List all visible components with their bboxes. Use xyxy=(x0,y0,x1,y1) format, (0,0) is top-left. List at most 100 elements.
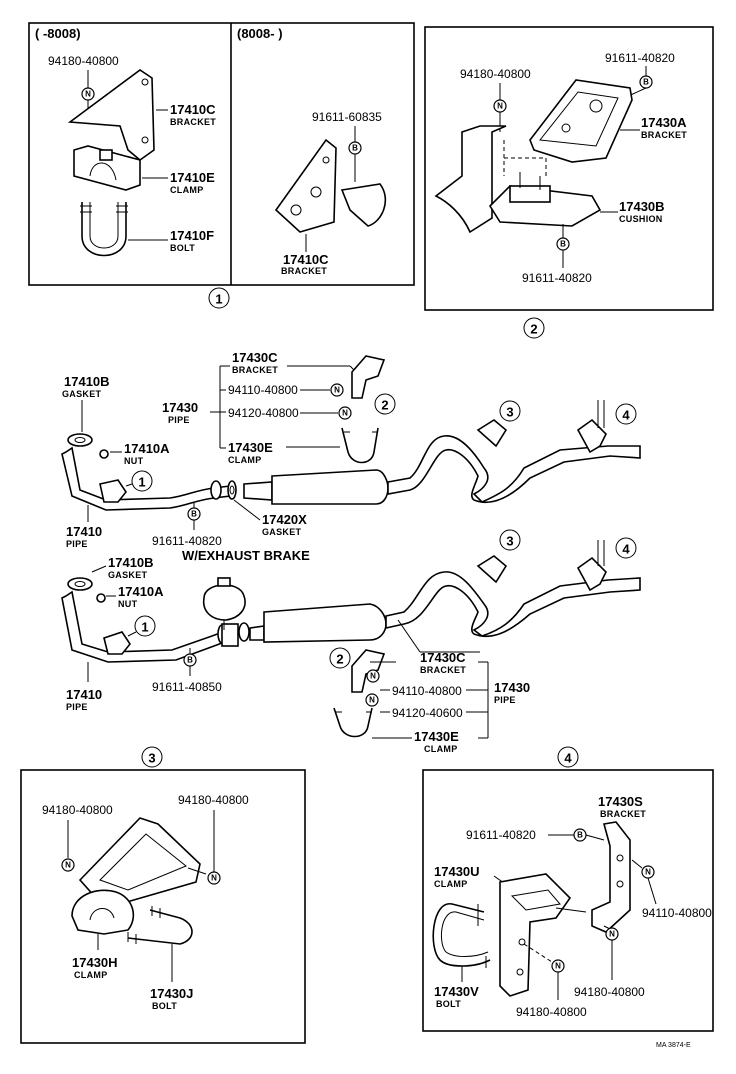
n-marker: N xyxy=(366,669,380,683)
svg-text:B: B xyxy=(191,510,197,519)
svg-text:N: N xyxy=(370,672,376,681)
b-marker: B xyxy=(639,75,653,89)
frame-section-2 xyxy=(424,26,714,311)
nut-17410a-brake-drawing xyxy=(96,593,106,603)
part-number-m7: 17410A xyxy=(124,441,170,456)
part-number-t3: 17430H xyxy=(72,955,118,970)
svg-text:N: N xyxy=(342,409,348,418)
n-marker: N xyxy=(641,865,655,879)
part-number-a3: 17410E xyxy=(170,170,215,185)
part-number-w2: 17410A xyxy=(118,584,164,599)
svg-text:1: 1 xyxy=(215,292,222,307)
svg-text:1: 1 xyxy=(141,620,148,635)
part-name-m7: NUT xyxy=(124,456,144,466)
bracket-17430a-drawing xyxy=(529,79,633,163)
part-name-t3: CLAMP xyxy=(74,970,108,980)
part-name-u5: BOLT xyxy=(436,999,461,1009)
part-number-u1: 17430S xyxy=(598,794,643,809)
bracket-17410c-drawing xyxy=(67,69,155,162)
part-number-m10: 17420X xyxy=(262,512,307,527)
part-number-t2: 94180-40800 xyxy=(178,793,249,807)
part-number-e1: 94180-40800 xyxy=(460,67,531,81)
callout-2-top: 2 xyxy=(374,393,396,415)
part-number-w8: 94120-40600 xyxy=(392,706,463,720)
part-number-m1: 17430C xyxy=(232,350,278,365)
svg-text:4: 4 xyxy=(622,542,630,557)
callout-2-brake: 2 xyxy=(329,647,351,669)
part-name-w9: CLAMP xyxy=(424,744,458,754)
part-name-m6: GASKET xyxy=(62,389,102,399)
svg-text:2: 2 xyxy=(530,322,537,337)
exhaust-brake-pipe-drawing xyxy=(61,540,641,663)
frame-range-late: (8008- ) xyxy=(237,26,283,41)
part-number-e2: 91611-40820 xyxy=(605,51,675,65)
section-ref-1: 1 xyxy=(208,287,230,309)
part-number-u7: 94180-40800 xyxy=(516,1005,587,1019)
svg-text:2: 2 xyxy=(381,398,388,413)
frame-section-4 xyxy=(422,769,714,1032)
part-number-w1: 17410B xyxy=(108,555,154,570)
svg-text:3: 3 xyxy=(506,405,513,420)
n-marker: N xyxy=(330,383,344,397)
svg-text:N: N xyxy=(65,861,71,870)
part-number-u2: 91611-40820 xyxy=(466,828,536,842)
b-marker: B xyxy=(187,507,201,521)
callout-3-top: 3 xyxy=(499,400,521,422)
cushion-17430b-drawing xyxy=(488,172,602,227)
frame-section-3 xyxy=(20,769,306,1044)
svg-text:N: N xyxy=(645,868,651,877)
frame-rail-drawing xyxy=(434,125,507,234)
part-number-e3: 17430A xyxy=(641,115,687,130)
callout-4-brake: 4 xyxy=(615,537,637,559)
part-number-w9: 17430E xyxy=(414,729,459,744)
part-name-m8: PIPE xyxy=(66,539,88,549)
part-name-m3: PIPE xyxy=(168,415,190,425)
svg-text:3: 3 xyxy=(506,534,513,549)
section-ref-2: 2 xyxy=(523,317,545,339)
part-name-u3: CLAMP xyxy=(434,879,468,889)
b-marker: B xyxy=(573,828,587,842)
callout-1-brake: 1 xyxy=(134,615,156,637)
part-name-w1: GASKET xyxy=(108,570,148,580)
part-number-m3: 17430 xyxy=(162,400,198,415)
part-name-m1: BRACKET xyxy=(232,365,278,375)
callout-3-brake: 3 xyxy=(499,529,521,551)
part-name-a3: CLAMP xyxy=(170,185,204,195)
part-number-w5: 17430C xyxy=(420,650,466,665)
b-marker: B xyxy=(183,653,197,667)
svg-text:B: B xyxy=(187,656,193,665)
n-marker: N xyxy=(81,87,95,101)
u-bolt-17410f-drawing xyxy=(80,202,128,257)
part-number-w3: 17410 xyxy=(66,687,102,702)
section-ref-3: 3 xyxy=(141,746,163,768)
bracket-17410c-late-drawing xyxy=(274,138,386,233)
n-marker: N xyxy=(207,871,221,885)
part-name-m10: GASKET xyxy=(262,527,302,537)
frame-section-1 xyxy=(28,22,415,286)
part-number-w4: 91611-40850 xyxy=(152,680,222,694)
heading-exhaust-brake: W/EXHAUST BRAKE xyxy=(182,548,310,563)
part-number-b1: 91611-60835 xyxy=(312,110,382,124)
svg-text:B: B xyxy=(643,78,649,87)
callout-1-top: 1 xyxy=(131,470,153,492)
part-number-a2: 17410C xyxy=(170,102,216,117)
b-marker: B xyxy=(556,237,570,251)
svg-text:N: N xyxy=(85,90,91,99)
part-number-a1: 94180-40800 xyxy=(48,54,119,68)
part-number-a4: 17410F xyxy=(170,228,214,243)
part-name-w7: PIPE xyxy=(494,695,516,705)
part-number-t4: 17430J xyxy=(150,986,193,1001)
part-name-a4: BOLT xyxy=(170,243,195,253)
u-bolt-17430j-drawing xyxy=(127,906,193,945)
part-number-m2: 94110-40800 xyxy=(228,383,298,397)
part-number-m9: 91611-40820 xyxy=(152,534,222,548)
svg-text:N: N xyxy=(211,874,217,883)
svg-text:N: N xyxy=(555,962,561,971)
part-number-u6: 94180-40800 xyxy=(574,985,645,999)
part-number-m4: 94120-40800 xyxy=(228,406,299,420)
svg-text:4: 4 xyxy=(564,751,572,766)
hanger-bracket-drawing xyxy=(341,355,386,464)
svg-text:N: N xyxy=(369,696,375,705)
callout-4-top: 4 xyxy=(615,403,637,425)
